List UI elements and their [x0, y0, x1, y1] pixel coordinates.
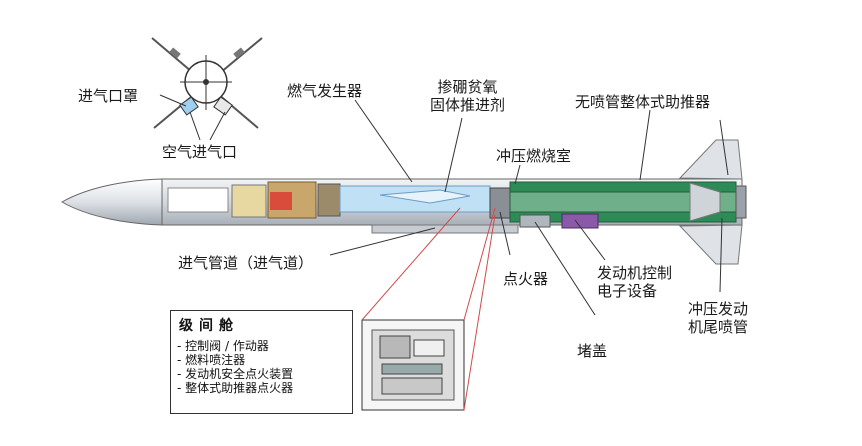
label-engine-control-line1: 发动机控制	[597, 264, 673, 282]
front-view	[151, 37, 263, 129]
label-boron-propellant: 掺硼贫氧 固体推进剂	[430, 78, 505, 114]
label-gas-generator: 燃气发生器	[287, 82, 363, 100]
label-intake-duct: 进气管道（进气道）	[178, 254, 314, 272]
legend-item: - 发动机安全点火装置	[177, 367, 294, 381]
label-boron-propellant-line1: 掺硼贫氧	[437, 78, 498, 96]
legend-item: - 燃料喷注器	[177, 353, 246, 367]
label-inlet-cover: 进气口罩	[78, 87, 139, 105]
interstage-legend: 级间舱 - 控制阀 / 作动器 - 燃料喷注器 - 发动机安全点火装置 - 整体…	[170, 310, 353, 414]
missile-body	[60, 139, 747, 265]
label-ramjet-nozzle-line1: 冲压发动	[688, 300, 749, 318]
label-boron-propellant-line2: 固体推进剂	[430, 96, 506, 114]
label-ramjet-nozzle: 冲压发动 机尾喷管	[688, 300, 748, 336]
label-nozzleless-booster: 无喷管整体式助推器	[575, 93, 711, 111]
leader-lines	[159, 94, 729, 316]
legend-item: - 整体式助推器点火器	[177, 381, 294, 395]
label-ramjet-nozzle-line2: 机尾喷管	[688, 318, 749, 336]
label-air-inlet: 空气进气口	[162, 143, 238, 161]
legend-title: 级间舱	[179, 318, 239, 334]
label-engine-control: 发动机控制 电子设备	[597, 264, 672, 300]
inset-leader-lines	[361, 207, 496, 411]
legend-item: - 控制阀 / 作动器	[177, 339, 269, 353]
label-plug-cover: 堵盖	[577, 342, 608, 360]
label-engine-control-line2: 电子设备	[597, 282, 658, 300]
inset-detail	[361, 319, 465, 411]
label-igniter: 点火器	[503, 270, 549, 288]
label-ramjet-combustor: 冲压燃烧室	[496, 147, 572, 165]
